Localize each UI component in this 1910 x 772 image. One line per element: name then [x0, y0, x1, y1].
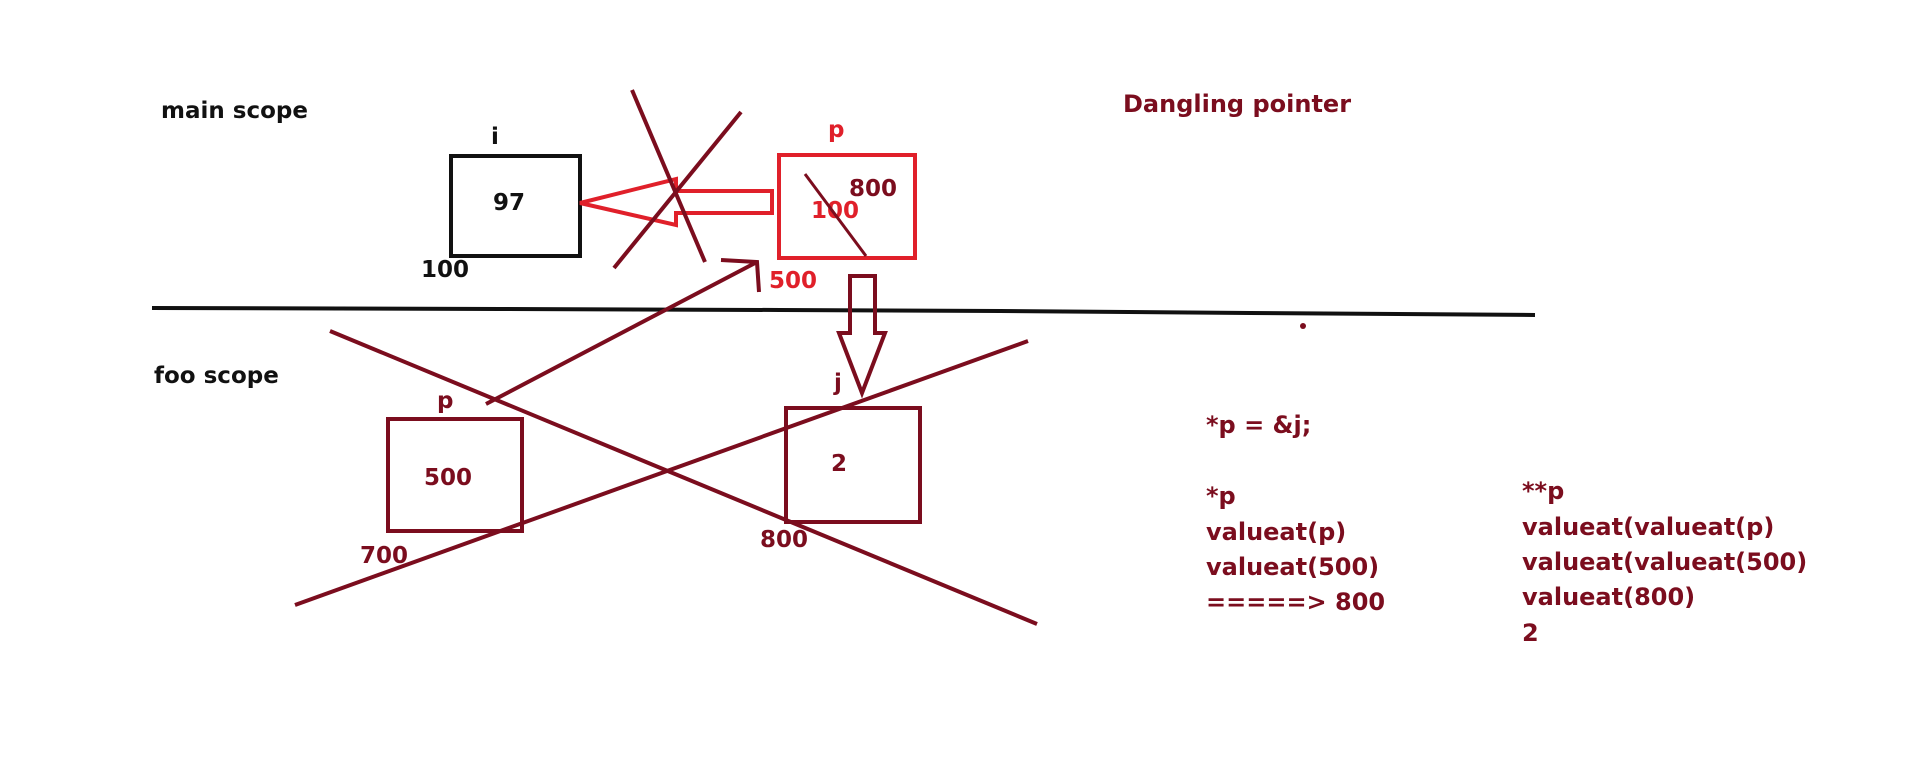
code-left-line-4: =====> 800: [1206, 588, 1385, 616]
scope-divider-line: [151, 306, 1536, 317]
main-scope-label: main scope: [161, 98, 308, 124]
code-right-line-2: valueat(valueat(p): [1522, 513, 1774, 541]
main-var-i-box: [449, 154, 582, 258]
main-var-p-old-value: 100: [811, 198, 859, 224]
main-var-i-value: 97: [493, 190, 525, 216]
arrow-cross-stroke-2: [612, 110, 743, 270]
foo-var-p-address: 700: [360, 543, 408, 569]
foo-var-p-value: 500: [424, 465, 472, 491]
pointer-arrow-p-to-j: [836, 274, 888, 399]
pointer-arrow-foo-p-to-main-p: [485, 260, 758, 406]
foo-var-j-value: 2: [831, 451, 847, 477]
foo-scope-cross-stroke-1: [329, 329, 1038, 626]
old-value-strike: [803, 173, 868, 257]
code-left-line-1: *p: [1206, 482, 1236, 510]
foo-var-j-name: j: [833, 370, 842, 396]
code-right-line-5: 2: [1522, 619, 1539, 647]
diagram-title: Dangling pointer: [1123, 90, 1351, 118]
code-left-line-2: valueat(p): [1206, 518, 1346, 546]
main-var-p-name: p: [828, 117, 844, 143]
ink-dot: [1300, 323, 1306, 329]
main-var-p-box: [777, 153, 917, 260]
pointer-arrow-foo-p-head: [720, 258, 761, 293]
code-statement: *p = &j;: [1206, 411, 1311, 439]
main-var-p-address: 500: [769, 268, 817, 294]
code-right-line-4: valueat(800): [1522, 583, 1695, 611]
code-right-line-3: valueat(valueat(500): [1522, 548, 1807, 576]
foo-var-j-box: [784, 406, 922, 524]
main-var-i-address: 100: [421, 257, 469, 283]
foo-var-p-name: p: [437, 388, 453, 414]
foo-var-p-box: [386, 417, 524, 533]
foo-scope-cross-stroke-2: [294, 339, 1029, 607]
arrow-cross-stroke-1: [630, 89, 707, 263]
main-var-i-name: i: [491, 124, 499, 150]
pointer-arrow-p-to-i: [579, 176, 774, 228]
code-left-line-3: valueat(500): [1206, 553, 1379, 581]
code-right-line-1: **p: [1522, 477, 1564, 505]
foo-scope-label: foo scope: [154, 363, 279, 389]
main-var-p-new-value: 800: [849, 176, 897, 202]
foo-var-j-address: 800: [760, 527, 808, 553]
